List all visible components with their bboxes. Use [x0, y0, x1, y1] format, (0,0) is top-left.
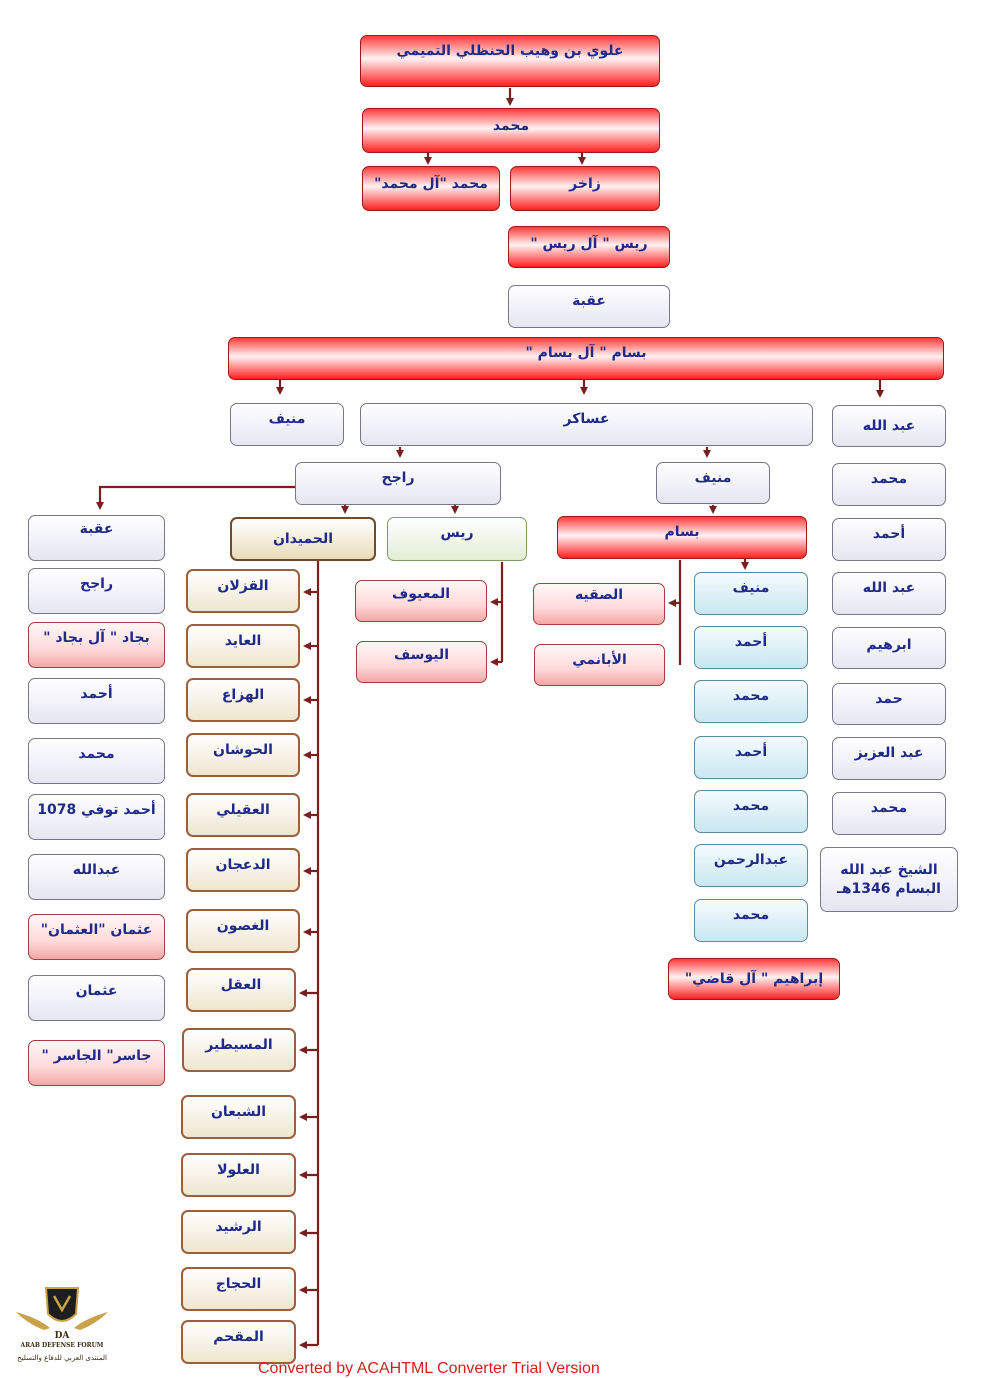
node-munif-left: منيف — [230, 403, 344, 446]
node-uqba: عقبة — [508, 285, 670, 328]
node-h-ghusoon: الغصون — [186, 909, 300, 953]
node-left-othman-al: عثمان "العثمان" — [28, 914, 165, 960]
logo-subtitle: المنتدى العربي للدفاع والتسليح — [17, 1354, 107, 1362]
node-right-ahmed: أحمد — [832, 518, 946, 561]
node-h-alwala: العلولا — [181, 1153, 296, 1197]
node-right-mohammed-2: محمد — [832, 792, 946, 835]
node-h-uqaili: العقيلي — [186, 793, 300, 837]
node-h-qazlan: القزلان — [186, 569, 300, 613]
node-zakhir: زاخر — [510, 166, 660, 211]
node-ibrahim-al-qadi: إبراهيم " آل قاضي" — [668, 958, 840, 1000]
node-c-ahmed-2: أحمد — [694, 736, 808, 779]
node-h-rashid: الرشيد — [181, 1210, 296, 1254]
node-h-hajjaj: الحجاج — [181, 1267, 296, 1311]
node-abanami: الأبانمي — [534, 644, 665, 686]
node-right-hamad: حمد — [832, 683, 946, 725]
node-h-muqhim: المقحم — [181, 1320, 296, 1364]
node-h-aqil: العقل — [186, 968, 296, 1012]
node-c-mohammed-1: محمد — [694, 680, 808, 723]
node-humaidan: الحميدان — [230, 517, 376, 561]
node-h-hazza: الهزاع — [186, 678, 300, 722]
node-left-ahmed-1078: أحمد توفي 1078 — [28, 794, 165, 840]
node-c-munif: منيف — [694, 572, 808, 615]
node-left-ahmed: أحمد — [28, 678, 165, 724]
node-abdullah-right: عبد الله — [832, 405, 946, 447]
node-c-mohammed-3: محمد — [694, 899, 808, 942]
node-sugaih: الصقيه — [533, 583, 665, 625]
node-asaker: عساكر — [360, 403, 813, 446]
node-rajeh: راجح — [295, 462, 501, 505]
node-bassam-al-bassam: بسام " آل بسام " — [228, 337, 944, 380]
node-h-musaitir: المسيطير — [182, 1028, 296, 1072]
node-left-rajeh: راجح — [28, 568, 165, 614]
node-left-uqba: عقبة — [28, 515, 165, 561]
node-h-shaban: الشبعان — [181, 1095, 296, 1139]
node-right-sheikh-abdullah: الشيخ عبد الله البسام 1346هـ — [820, 847, 958, 912]
node-root: علوي بن وهيب الحنظلي التميمي — [360, 35, 660, 87]
node-bassam-branch: بسام — [557, 516, 807, 559]
converter-footer: Converted by ACAHTML Converter Trial Ver… — [258, 1360, 600, 1377]
node-left-abdullah: عبدالله — [28, 854, 165, 900]
node-rayyis-branch: ريس — [387, 517, 527, 561]
node-left-othman: عثمان — [28, 975, 165, 1021]
node-left-jasir: جاسر" الجاسر " — [28, 1040, 165, 1086]
node-rayyis-al-rayyis: ريس " آل ريس " — [508, 226, 670, 268]
node-left-mohammed: محمد — [28, 738, 165, 784]
node-left-bajjad: بجاد " آل بجاد " — [28, 622, 165, 668]
node-h-dajan: الدعجان — [186, 848, 300, 892]
node-maayouf: المعيوف — [355, 580, 487, 622]
node-right-ibrahim: ابرهيم — [832, 627, 946, 669]
node-right-mohammed-1: محمد — [832, 463, 946, 506]
node-munif-center: منيف — [656, 462, 770, 504]
node-c-mohammed-2: محمد — [694, 790, 808, 833]
node-c-abdulrahman: عبدالرحمن — [694, 844, 808, 887]
svg-text:DA: DA — [55, 1331, 71, 1341]
node-c-ahmed-1: أحمد — [694, 626, 808, 669]
eagle-shield-icon: DA — [16, 1287, 108, 1341]
logo-title: ARAB DEFENSE FORUM — [20, 1342, 104, 1349]
forum-logo: DA ARAB DEFENSE FORUM المنتدى العربي للد… — [8, 1284, 116, 1370]
node-mohammed-al-mohammed: محمد "آل محمد" — [362, 166, 500, 211]
node-yousef: اليوسف — [356, 641, 487, 683]
node-right-abdulaziz: عبد العزيز — [832, 737, 946, 780]
node-mohammed: محمد — [362, 108, 660, 153]
node-right-abdullah: عبد الله — [832, 572, 946, 615]
node-h-houshan: الحوشان — [186, 733, 300, 777]
node-h-ayed: العايد — [186, 624, 300, 668]
